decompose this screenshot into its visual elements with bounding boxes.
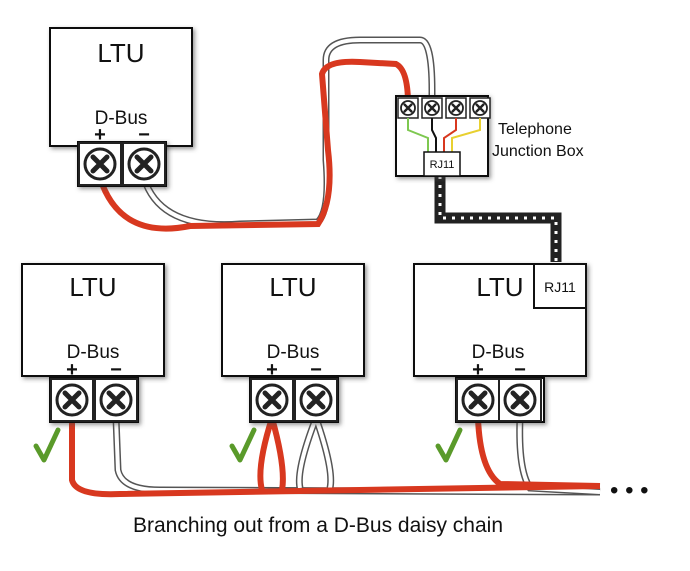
ltu-title: LTU (69, 272, 116, 302)
ltu-bottom-1: LTU D-Bus + − (21, 263, 165, 422)
dbus-label: D-Bus (267, 342, 320, 363)
screw-terminal-icon (499, 379, 541, 421)
minus-label: − (110, 359, 122, 381)
screw-terminal-icon (468, 96, 492, 120)
ltu-title: LTU (97, 38, 144, 68)
plus-label: + (66, 359, 78, 381)
ltu-title: LTU (476, 272, 523, 302)
telephone-junction-box: RJ11 Telephone Junction Box (395, 95, 584, 177)
diagram-caption: Branching out from a D-Bus daisy chain (133, 514, 503, 537)
minus-label: − (138, 124, 150, 146)
ltu-title: LTU (269, 272, 316, 302)
screw-terminal-icon (51, 379, 93, 421)
wiring (69, 36, 601, 498)
checkmark-icon (229, 427, 257, 463)
ltu-bottom-3: LTU RJ11 D-Bus + − (413, 263, 587, 422)
screw-terminal-icon (95, 379, 137, 421)
bottom-daisy-chain (69, 416, 601, 498)
dbus-label: D-Bus (472, 342, 525, 363)
minus-label: − (514, 359, 526, 381)
junction-box-label-line1: Telephone (498, 121, 572, 138)
ltu-top: LTU D-Bus + − (49, 27, 193, 186)
plus-label: + (472, 359, 484, 381)
top-twisted-pair (97, 36, 436, 232)
plus-label: + (266, 359, 278, 381)
dbus-label: D-Bus (67, 342, 120, 363)
screw-terminal-icon (396, 96, 420, 120)
screw-terminal-icon (251, 379, 293, 421)
rj11-jack-label: RJ11 (544, 279, 576, 295)
ltu-bottom-2: LTU D-Bus + − (221, 263, 365, 422)
dbus-label: D-Bus (95, 108, 148, 129)
checkmark-icon (33, 427, 61, 463)
screw-terminal-icon (79, 143, 121, 185)
screw-terminal-icon (295, 379, 337, 421)
screw-terminal-icon (444, 96, 468, 120)
continuation-dots: • • • (610, 477, 649, 504)
screw-terminal-icon (457, 379, 499, 421)
plus-label: + (94, 124, 106, 146)
checkmark-icon (435, 427, 463, 463)
minus-label: − (310, 359, 322, 381)
rj11-jack-label: RJ11 (430, 159, 455, 171)
screw-terminal-icon (420, 96, 444, 120)
junction-box-label-line2: Junction Box (492, 143, 584, 160)
screw-terminal-icon (123, 143, 165, 185)
